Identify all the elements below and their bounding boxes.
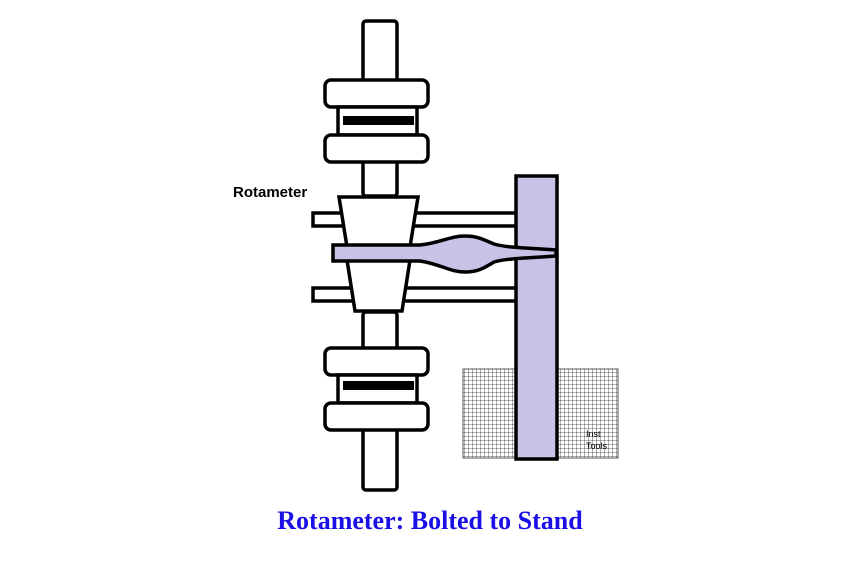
rotameter-upper-body bbox=[336, 195, 421, 249]
bolt-bar bbox=[331, 234, 558, 274]
stand-tag-line1: Inst bbox=[586, 429, 601, 439]
upper-flange-bottom bbox=[323, 133, 430, 164]
lower-flange-top bbox=[323, 346, 430, 377]
rotameter-lower-body bbox=[344, 258, 413, 313]
stand-tag-line2: Tools bbox=[586, 441, 608, 451]
lower-flange-bottom bbox=[323, 401, 430, 432]
rotameter-label: Rotameter bbox=[233, 184, 307, 201]
upper-gasket-band bbox=[343, 116, 414, 125]
lower-mounting-rod bbox=[311, 286, 520, 303]
upper-flange-top bbox=[323, 78, 430, 109]
figure-caption: Rotameter: Bolted to Stand bbox=[277, 506, 583, 535]
vertical-stand bbox=[514, 174, 559, 461]
lower-gasket-band bbox=[343, 381, 414, 390]
